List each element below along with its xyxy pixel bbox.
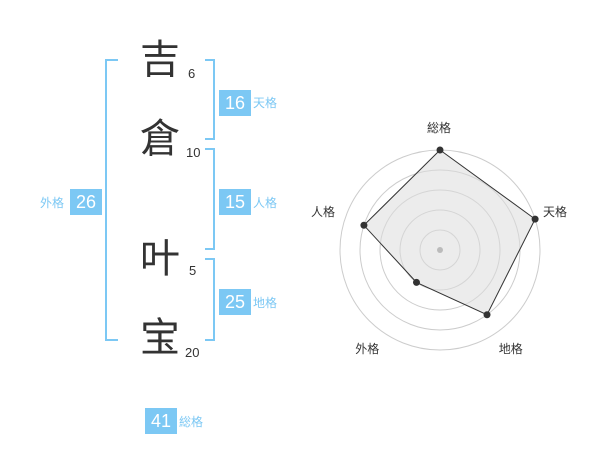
radar-point xyxy=(531,215,539,223)
gaikaku-value: 26 xyxy=(70,189,102,215)
tenkaku-label: 天格 xyxy=(253,96,278,110)
stroke-count-2: 10 xyxy=(186,145,201,160)
radar-point xyxy=(483,311,491,319)
radar-point xyxy=(436,146,444,154)
chikaku-bracket xyxy=(205,258,215,341)
name-char-4: 宝 xyxy=(140,315,180,361)
radar-axis-label: 総格 xyxy=(427,121,452,135)
radar-polygon xyxy=(363,149,536,316)
radar-axis-label: 外格 xyxy=(355,341,380,356)
jinkaku-bracket xyxy=(205,148,215,250)
chikaku-label: 地格 xyxy=(253,296,278,310)
radar-point xyxy=(360,221,368,229)
stroke-count-4: 20 xyxy=(185,345,200,360)
soukaku-value: 41 xyxy=(145,408,177,434)
radar-point xyxy=(412,278,420,286)
gaikaku-label: 外格 xyxy=(40,196,65,210)
tenkaku-bracket xyxy=(205,59,215,140)
jinkaku-value: 15 xyxy=(219,189,251,215)
radar-center xyxy=(437,247,443,253)
radar-axis-label: 天格 xyxy=(543,205,568,220)
stroke-count-1: 6 xyxy=(188,66,196,81)
stroke-count-3: 5 xyxy=(189,263,197,278)
name-char-3: 叶 xyxy=(140,236,180,282)
chikaku-value: 25 xyxy=(219,289,251,315)
radar-axis-label: 地格 xyxy=(498,341,523,356)
jinkaku-label: 人格 xyxy=(253,196,278,210)
gaikaku-bracket xyxy=(105,59,118,341)
name-char-1: 吉 xyxy=(140,37,180,83)
soukaku-label: 総格 xyxy=(179,415,204,429)
radar-axis-label: 人格 xyxy=(310,205,335,220)
name-char-2: 倉 xyxy=(140,116,180,162)
tenkaku-value: 16 xyxy=(219,90,251,116)
